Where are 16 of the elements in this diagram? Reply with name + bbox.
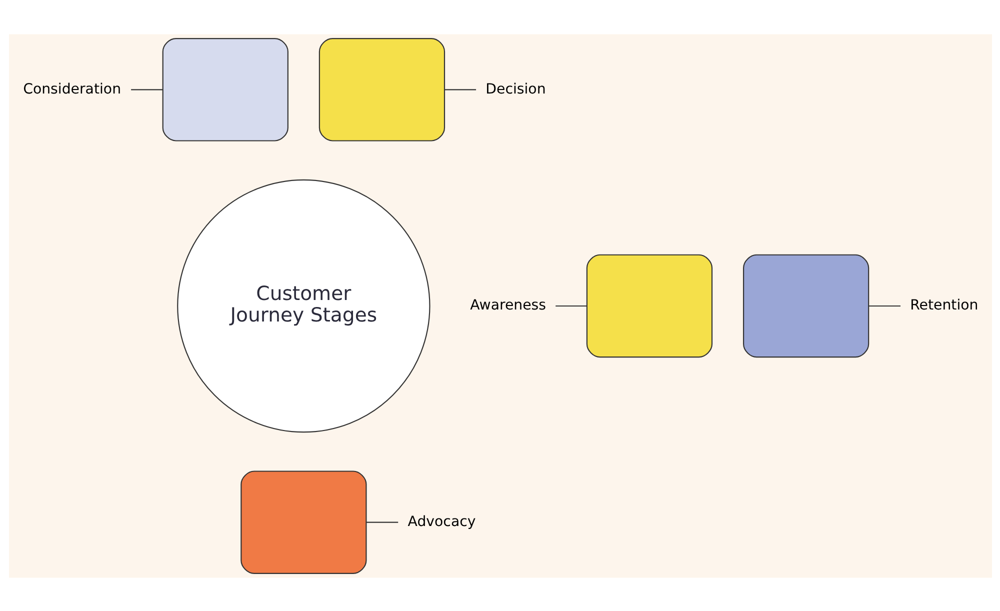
connector xyxy=(366,521,398,522)
connector xyxy=(868,304,900,306)
connector xyxy=(555,304,586,306)
node-box xyxy=(742,254,869,358)
node-box xyxy=(586,254,712,358)
node-text: Retention xyxy=(910,297,978,314)
node-box xyxy=(240,470,366,574)
connector xyxy=(130,88,162,90)
node-box xyxy=(318,38,445,141)
node-text: Decision xyxy=(485,80,546,97)
node-circle: Customer Journey Stages xyxy=(176,178,430,432)
connector xyxy=(444,88,476,90)
node-text: Consideration xyxy=(22,80,121,97)
node-box xyxy=(162,38,288,141)
node-text: Awareness xyxy=(470,297,546,314)
node-text: Advocacy xyxy=(407,514,476,530)
